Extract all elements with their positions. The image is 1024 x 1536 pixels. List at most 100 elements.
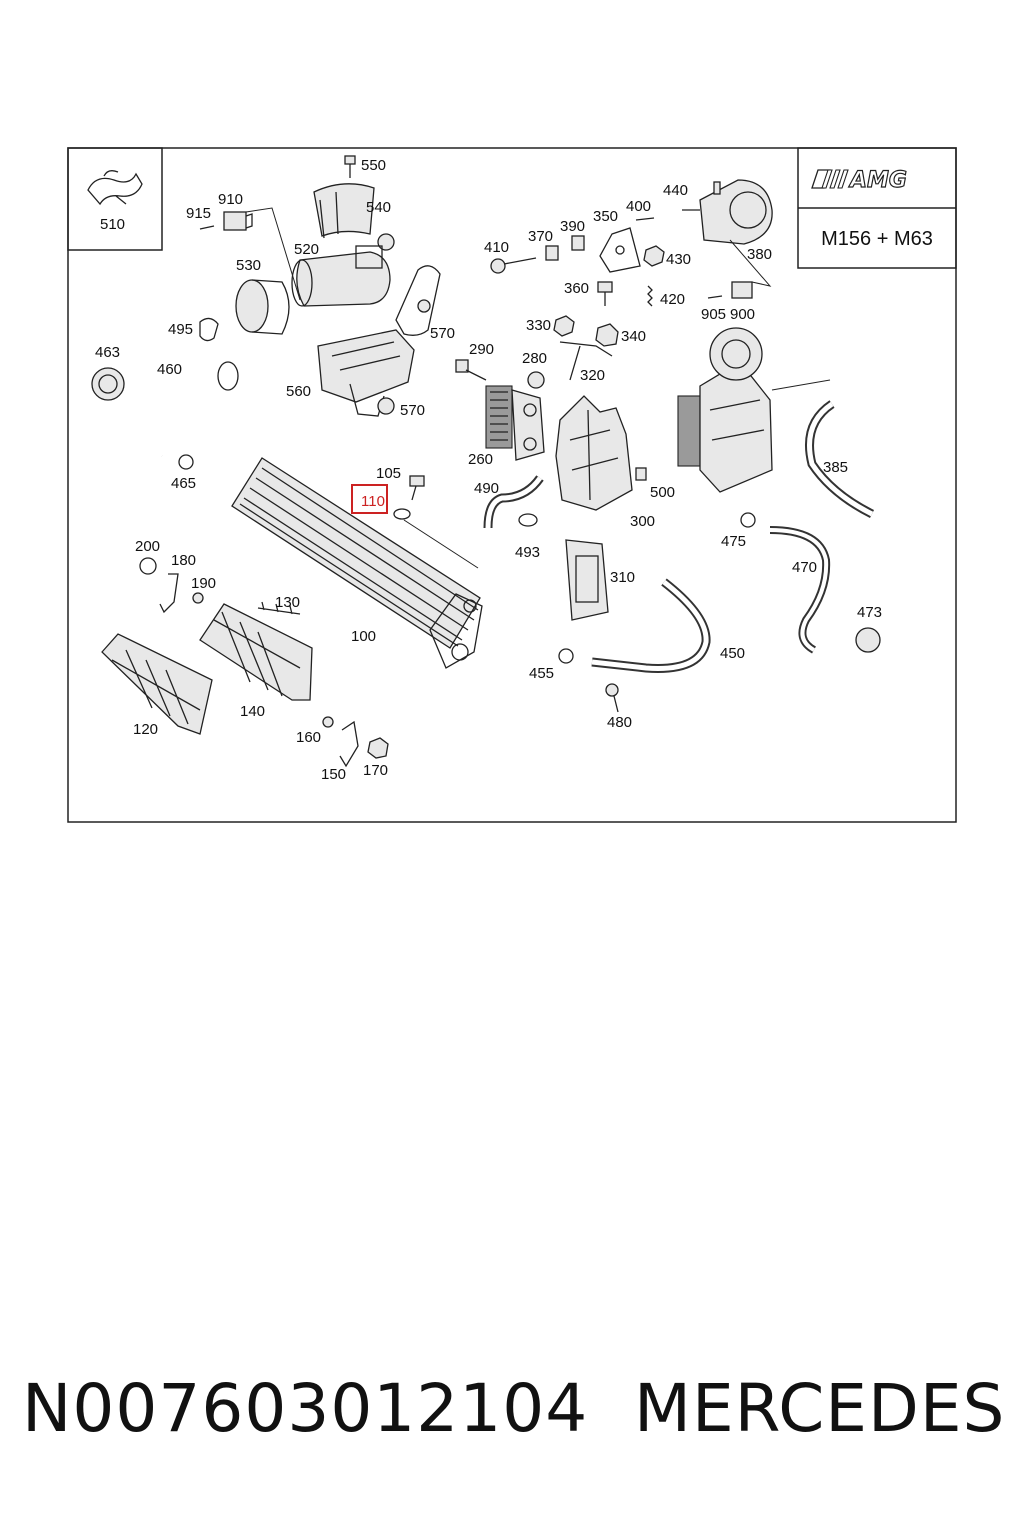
label-400[interactable]: 400 (626, 198, 651, 215)
part-160-nut (322, 716, 334, 728)
part-280-nut (527, 371, 545, 389)
part-140-air-guide (199, 603, 313, 701)
label-910[interactable]: 910 (218, 191, 243, 208)
label-473[interactable]: 473 (857, 604, 882, 621)
label-495[interactable]: 495 (168, 321, 193, 338)
label-490[interactable]: 490 (474, 480, 499, 497)
label-905[interactable]: 905 (701, 306, 726, 323)
label-200[interactable]: 200 (135, 538, 160, 555)
label-120[interactable]: 120 (133, 721, 158, 738)
label-170[interactable]: 170 (363, 762, 388, 779)
label-290[interactable]: 290 (469, 341, 494, 358)
amg-logo-text: AMG (848, 168, 907, 193)
label-493[interactable]: 493 (515, 544, 540, 561)
part-310-plate (565, 539, 609, 621)
part-480-bolt (605, 683, 619, 713)
label-570-a[interactable]: 570 (430, 325, 455, 342)
label-280[interactable]: 280 (522, 350, 547, 367)
part-190-nut (192, 592, 204, 604)
label-500[interactable]: 500 (650, 484, 675, 501)
parts-diagram: AMG M156 + M63 (67, 147, 957, 823)
part-455-oring (558, 648, 574, 664)
label-570-b[interactable]: 570 (400, 402, 425, 419)
label-360[interactable]: 360 (564, 280, 589, 297)
part-540-cover (313, 183, 375, 239)
part-assembly-right (677, 327, 831, 493)
label-915[interactable]: 915 (186, 205, 211, 222)
label-430[interactable]: 430 (666, 251, 691, 268)
label-370[interactable]: 370 (528, 228, 553, 245)
label-300[interactable]: 300 (630, 513, 655, 530)
label-463[interactable]: 463 (95, 344, 120, 361)
part-475-oring (740, 512, 756, 528)
part-510-clamp (87, 170, 143, 206)
label-465[interactable]: 465 (171, 475, 196, 492)
label-110[interactable]: 110 (361, 493, 385, 510)
part-350-bracket (599, 227, 641, 273)
label-385[interactable]: 385 (823, 459, 848, 476)
part-400-screw (635, 217, 655, 221)
part-380-pump (682, 179, 773, 245)
engine-label: M156 + M63 (821, 228, 933, 250)
part-150-bracket (339, 720, 359, 768)
part-120-duct (101, 633, 213, 735)
label-180[interactable]: 180 (171, 552, 196, 569)
label-540[interactable]: 540 (366, 199, 391, 216)
label-440[interactable]: 440 (663, 182, 688, 199)
part-100-radiator (231, 457, 483, 669)
label-140[interactable]: 140 (240, 703, 265, 720)
label-340[interactable]: 340 (621, 328, 646, 345)
label-475[interactable]: 475 (721, 533, 746, 550)
part-560-bracket (317, 329, 415, 417)
label-550[interactable]: 550 (361, 157, 386, 174)
part-570-bracket (395, 265, 441, 336)
part-110-washer (393, 508, 411, 520)
label-470[interactable]: 470 (792, 559, 817, 576)
part-200-washer (139, 557, 157, 575)
label-350[interactable]: 350 (593, 208, 618, 225)
part-number: N007603012104 (22, 1370, 589, 1447)
label-380[interactable]: 380 (747, 246, 772, 263)
part-330-nut (553, 315, 575, 337)
diagram-frame (67, 147, 957, 823)
label-410[interactable]: 410 (484, 239, 509, 256)
label-460[interactable]: 460 (157, 361, 182, 378)
label-160[interactable]: 160 (296, 729, 321, 746)
part-170-nut (367, 737, 389, 759)
part-410-bolt (490, 257, 537, 274)
label-450[interactable]: 450 (720, 645, 745, 662)
label-480[interactable]: 480 (607, 714, 632, 731)
label-510[interactable]: 510 (100, 216, 125, 233)
label-100[interactable]: 100 (351, 628, 376, 645)
part-900-connector (707, 239, 772, 299)
label-260[interactable]: 260 (468, 451, 493, 468)
label-190[interactable]: 190 (191, 575, 216, 592)
part-290-bolt (455, 359, 487, 381)
label-900[interactable]: 900 (730, 306, 755, 323)
label-520[interactable]: 520 (294, 241, 319, 258)
label-420[interactable]: 420 (660, 291, 685, 308)
label-560[interactable]: 560 (286, 383, 311, 400)
part-430-nut (643, 245, 665, 267)
label-390[interactable]: 390 (560, 218, 585, 235)
highlight-box (351, 484, 388, 514)
label-330[interactable]: 330 (526, 317, 551, 334)
label-105[interactable]: 105 (376, 465, 401, 482)
part-463-grommet (91, 367, 125, 401)
part-260-oil-cooler (485, 385, 545, 461)
part-130-strip (257, 601, 301, 615)
part-530-sleeve (235, 279, 290, 335)
label-530[interactable]: 530 (236, 257, 261, 274)
label-150[interactable]: 150 (321, 766, 346, 783)
label-320[interactable]: 320 (580, 367, 605, 384)
part-460-hose (140, 361, 239, 458)
part-340-nut (595, 323, 619, 347)
label-310[interactable]: 310 (610, 569, 635, 586)
label-130[interactable]: 130 (275, 594, 300, 611)
part-495-clip (199, 317, 219, 342)
brand-name: MERCEDES (634, 1370, 1006, 1447)
part-465-oring (178, 454, 194, 470)
part-105-bolt (409, 475, 425, 501)
part-550-bolt (344, 155, 356, 178)
label-455[interactable]: 455 (529, 665, 554, 682)
